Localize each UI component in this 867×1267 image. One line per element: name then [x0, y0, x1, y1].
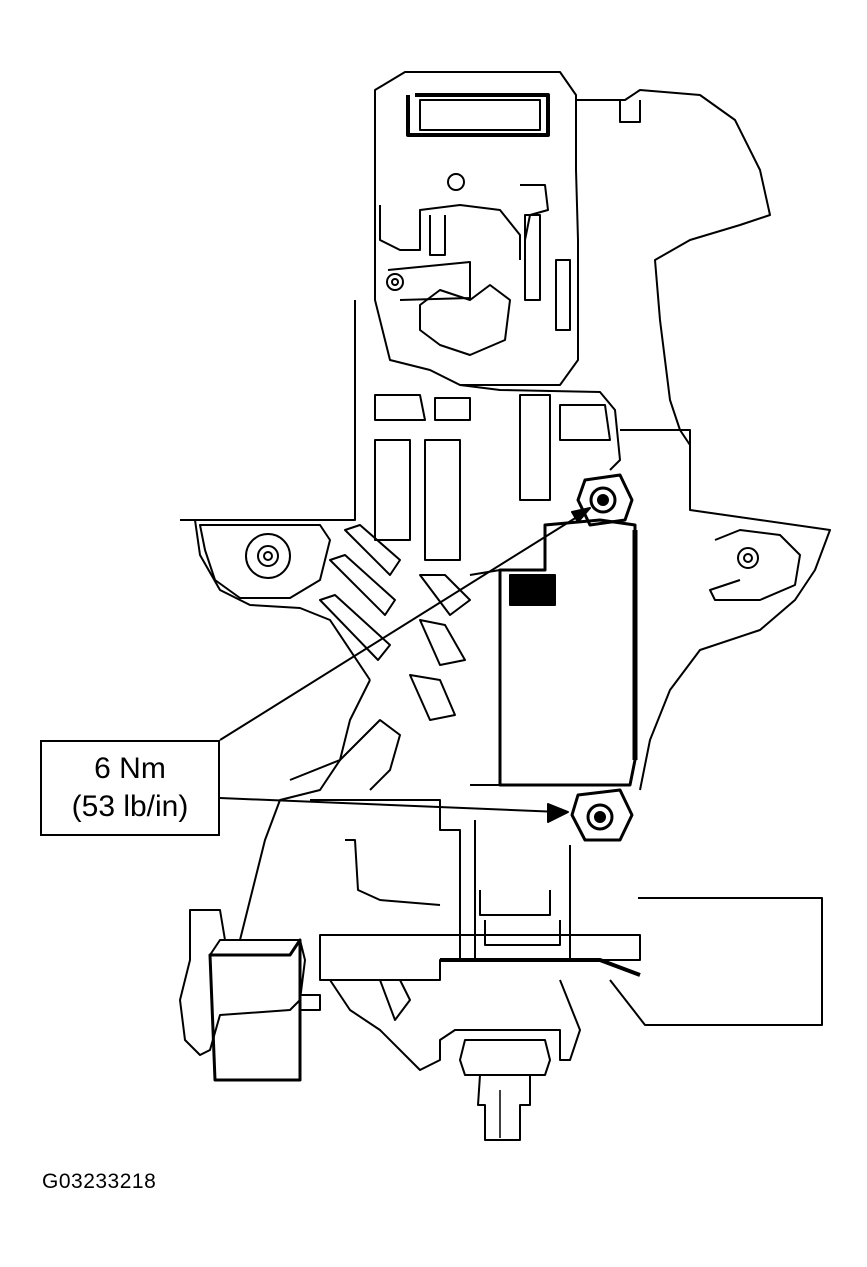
left-connector-top — [209, 939, 301, 956]
lower-fastener-tab — [570, 788, 634, 842]
right-mount-hole-inner — [743, 553, 753, 563]
column-rib-6 — [559, 404, 611, 441]
column-rib-3 — [374, 439, 411, 541]
column-head-housing — [374, 71, 579, 386]
column-rib-diag-2 — [329, 554, 396, 616]
upper-cover-outline — [576, 89, 771, 500]
right-lower-bracket — [609, 897, 823, 1026]
lower-fastener[interactable] — [586, 803, 614, 831]
head-inner-detail-2 — [429, 215, 446, 256]
figure-id: G03233218 — [42, 1170, 157, 1193]
leader-line-lower — [219, 797, 561, 813]
upper-bolt-hole — [447, 173, 465, 191]
lower-column-body — [310, 799, 461, 960]
pivot-pin-inner — [391, 278, 399, 286]
upper-fastener[interactable] — [589, 486, 617, 514]
column-rib-diag-4 — [419, 574, 471, 616]
upper-fastener-center — [597, 494, 609, 506]
pivot-pin — [386, 273, 404, 291]
cover-lower-right — [620, 429, 831, 791]
torque-metric: 6 Nm — [94, 752, 166, 785]
left-mount-hole — [245, 533, 291, 579]
column-body-outline — [180, 300, 356, 521]
torque-imperial: (53 lb/in) — [71, 790, 189, 823]
upper-fastener-tab — [576, 473, 634, 527]
column-rib-5 — [519, 394, 551, 501]
shaft-bracket — [479, 890, 561, 946]
column-rib-2 — [434, 397, 471, 421]
head-inner-detail-1 — [379, 204, 521, 260]
leader-line-upper — [219, 511, 586, 741]
column-rib-diag-1 — [344, 524, 401, 576]
right-mount-boss — [709, 529, 801, 601]
lower-fastener-center — [594, 811, 606, 823]
left-mount-hole-inner — [257, 545, 279, 567]
leader-arrow-lower — [547, 803, 569, 823]
head-mechanism — [419, 284, 511, 356]
shaft-plate — [440, 958, 641, 977]
lower-housing — [329, 979, 581, 1071]
column-rib-diag-5 — [419, 619, 466, 666]
column-rib-4 — [424, 439, 461, 561]
head-slot-2 — [524, 214, 541, 301]
module-body — [498, 518, 637, 787]
lower-column-left — [239, 679, 371, 941]
column-rib-diag-6 — [409, 674, 456, 721]
torque-callout: 6 Nm (53 lb/in) — [40, 740, 220, 836]
right-mount-hole — [737, 547, 759, 569]
left-mount-hole-core — [263, 551, 273, 561]
pivot-arm — [387, 261, 471, 301]
lower-shaft — [477, 1074, 531, 1141]
lower-housing-rib — [379, 979, 411, 1021]
module-top-step — [509, 574, 556, 606]
module-side — [469, 569, 501, 786]
column-body-right — [459, 384, 621, 471]
cover-tab — [619, 100, 641, 123]
head-slot — [555, 259, 571, 331]
connector-pin — [300, 994, 321, 1011]
lower-column-inner-1 — [345, 839, 441, 906]
left-bracket — [180, 519, 371, 681]
shaft-yoke — [459, 1039, 551, 1076]
column-rib-1 — [374, 394, 426, 421]
leader-arrow-upper — [571, 507, 591, 523]
head-inner-detail-3 — [520, 184, 549, 241]
left-bracket-inner — [199, 524, 331, 599]
lower-column-detail — [289, 719, 401, 791]
column-rib-diag-3 — [319, 594, 391, 661]
lock-housing-inner — [419, 99, 541, 131]
lock-housing-window — [406, 93, 550, 137]
shaft-clamp — [319, 934, 641, 981]
